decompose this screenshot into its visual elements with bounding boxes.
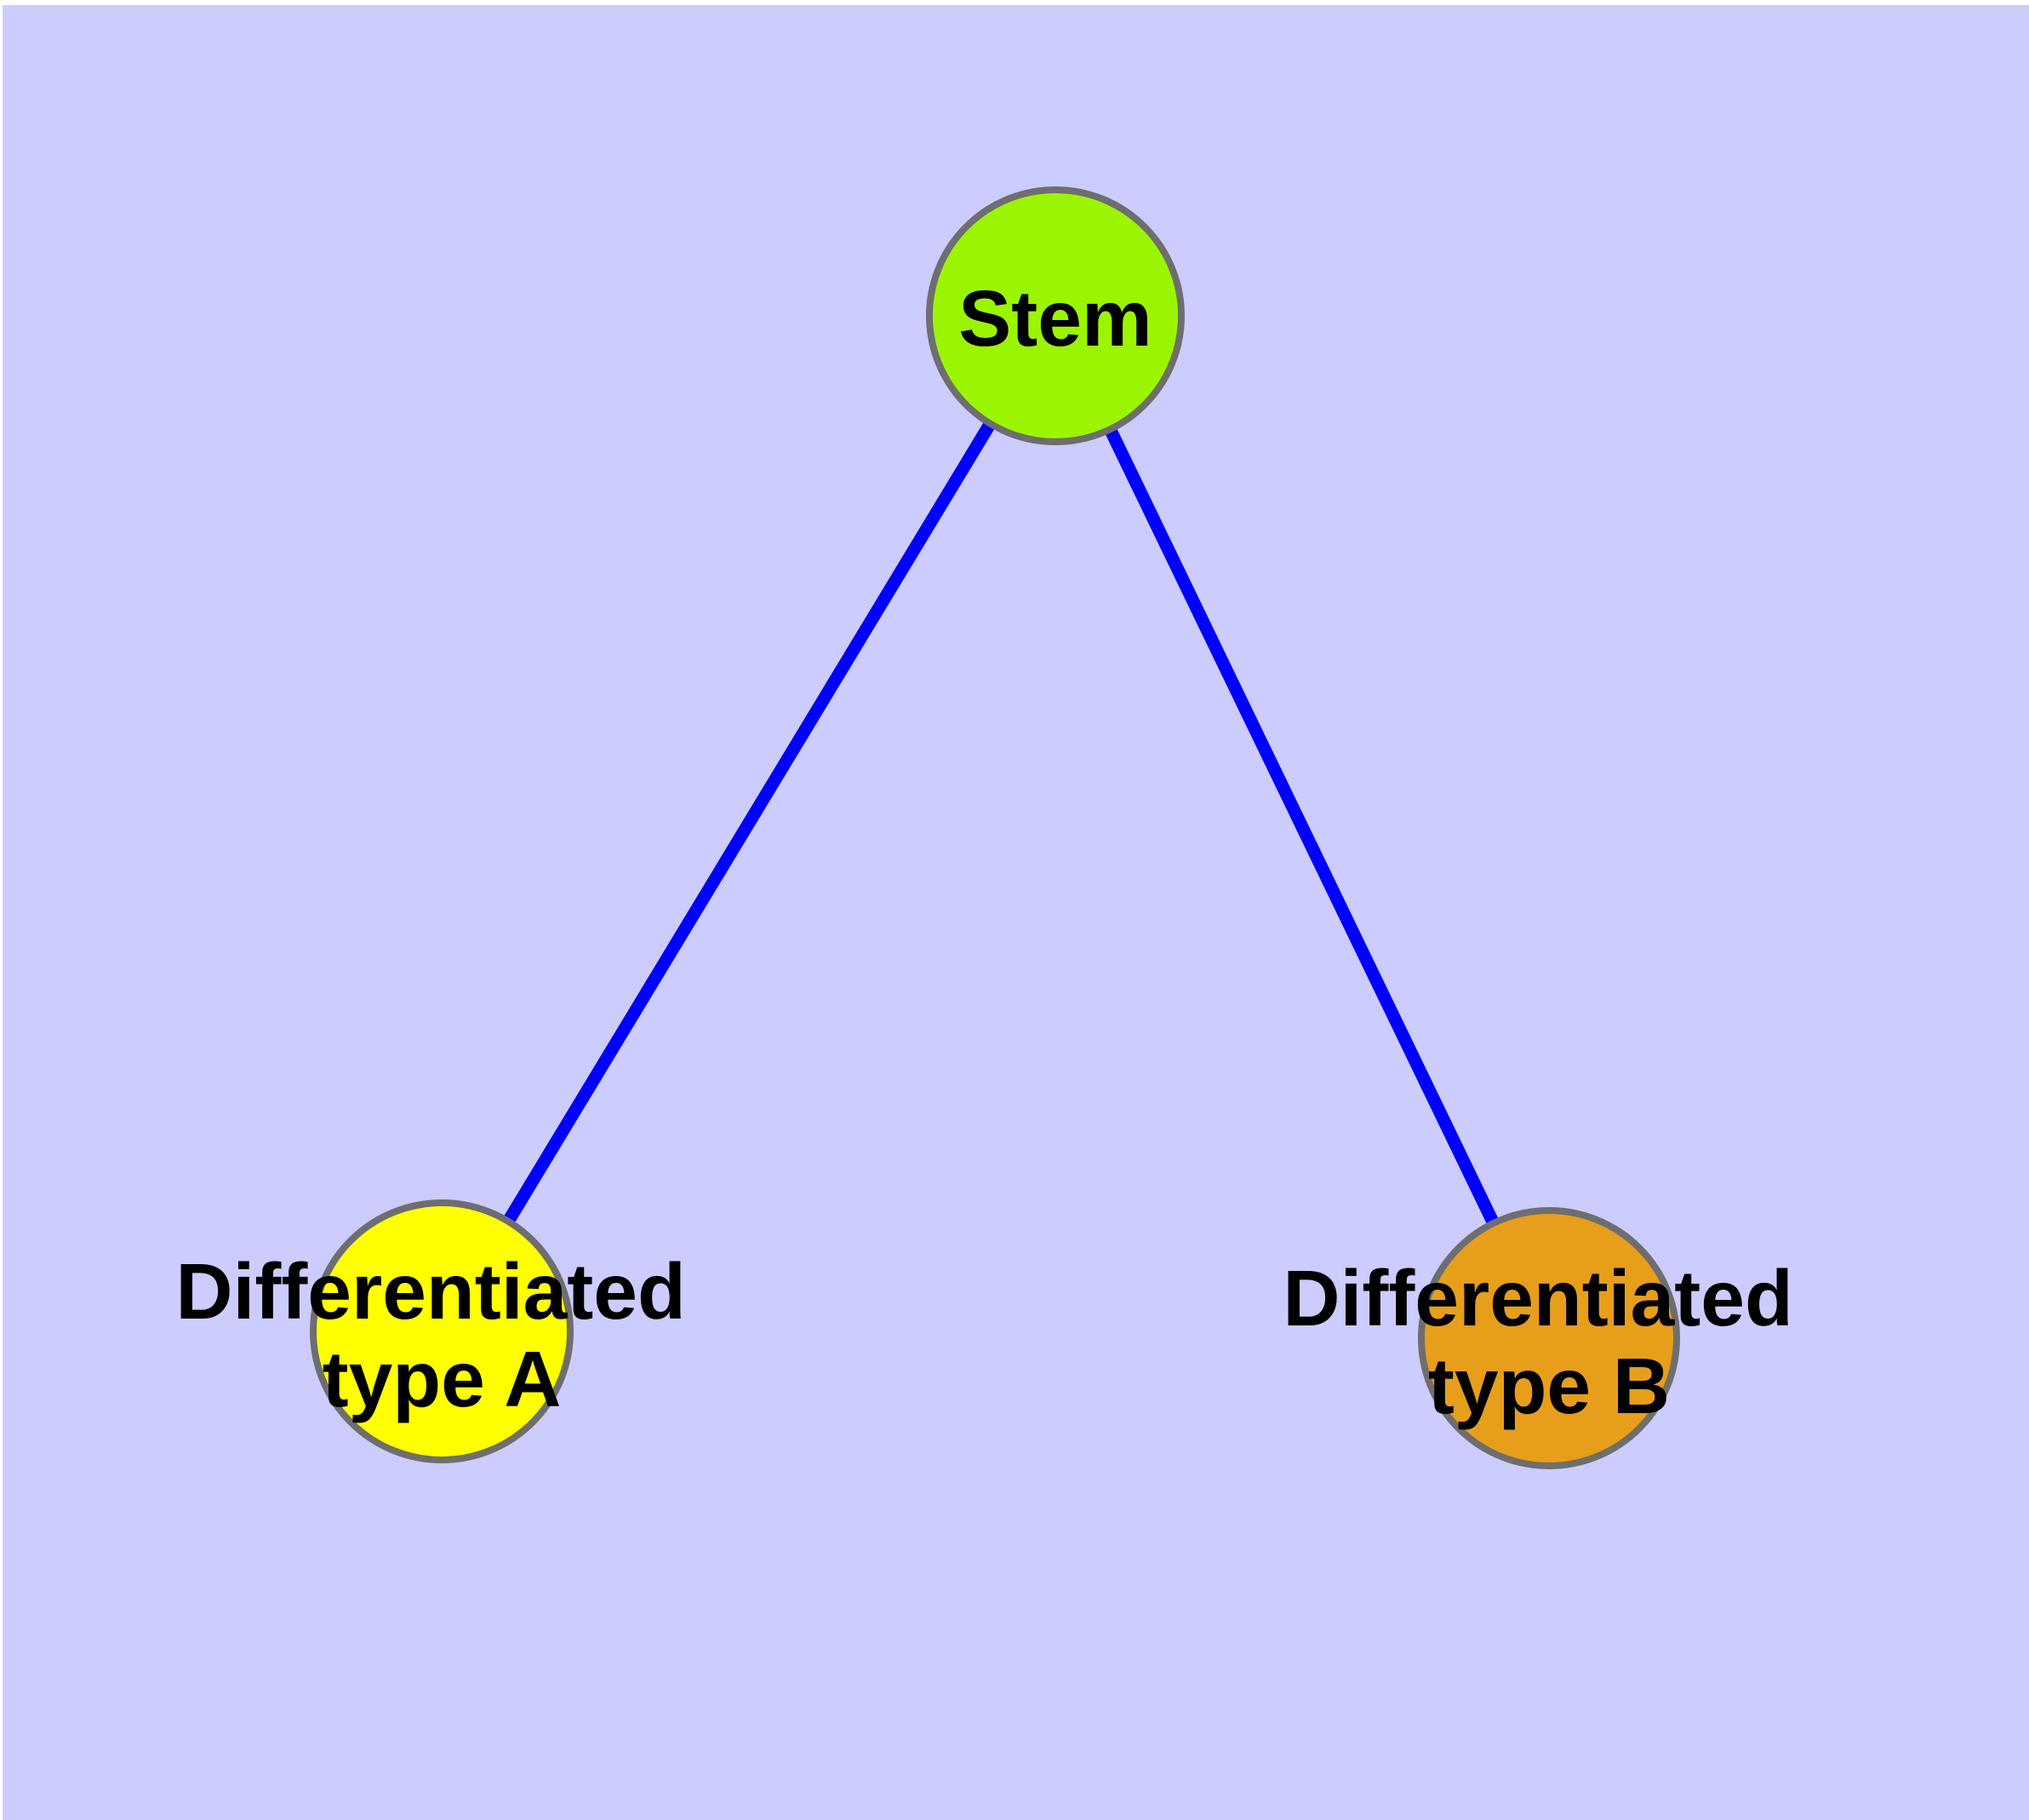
node-type-a-label: Differentiated type A: [175, 1247, 707, 1423]
node-layer: [310, 186, 1680, 1469]
label-layer: Stem Differentiated type A Differentiate…: [175, 274, 1815, 1430]
edge-layer: [436, 312, 1555, 1342]
node-type-a-circle: [310, 1199, 574, 1463]
node-stem-circle: [926, 186, 1185, 445]
node-type-b-label: Differentiated type B: [1283, 1254, 1815, 1430]
node-type-b-label-line2: type B: [1428, 1342, 1670, 1430]
edge-stem-to-type-b: [1049, 312, 1555, 1342]
node-type-a-label-line2: type A: [323, 1335, 562, 1423]
node-type-b-circle: [1418, 1207, 1680, 1469]
node-type-a-label-line1: Differentiated: [175, 1247, 685, 1336]
node-stem-label: Stem: [958, 274, 1152, 363]
node-type-b-label-line1: Differentiated: [1283, 1254, 1792, 1342]
edge-stem-to-type-a: [436, 312, 1061, 1335]
